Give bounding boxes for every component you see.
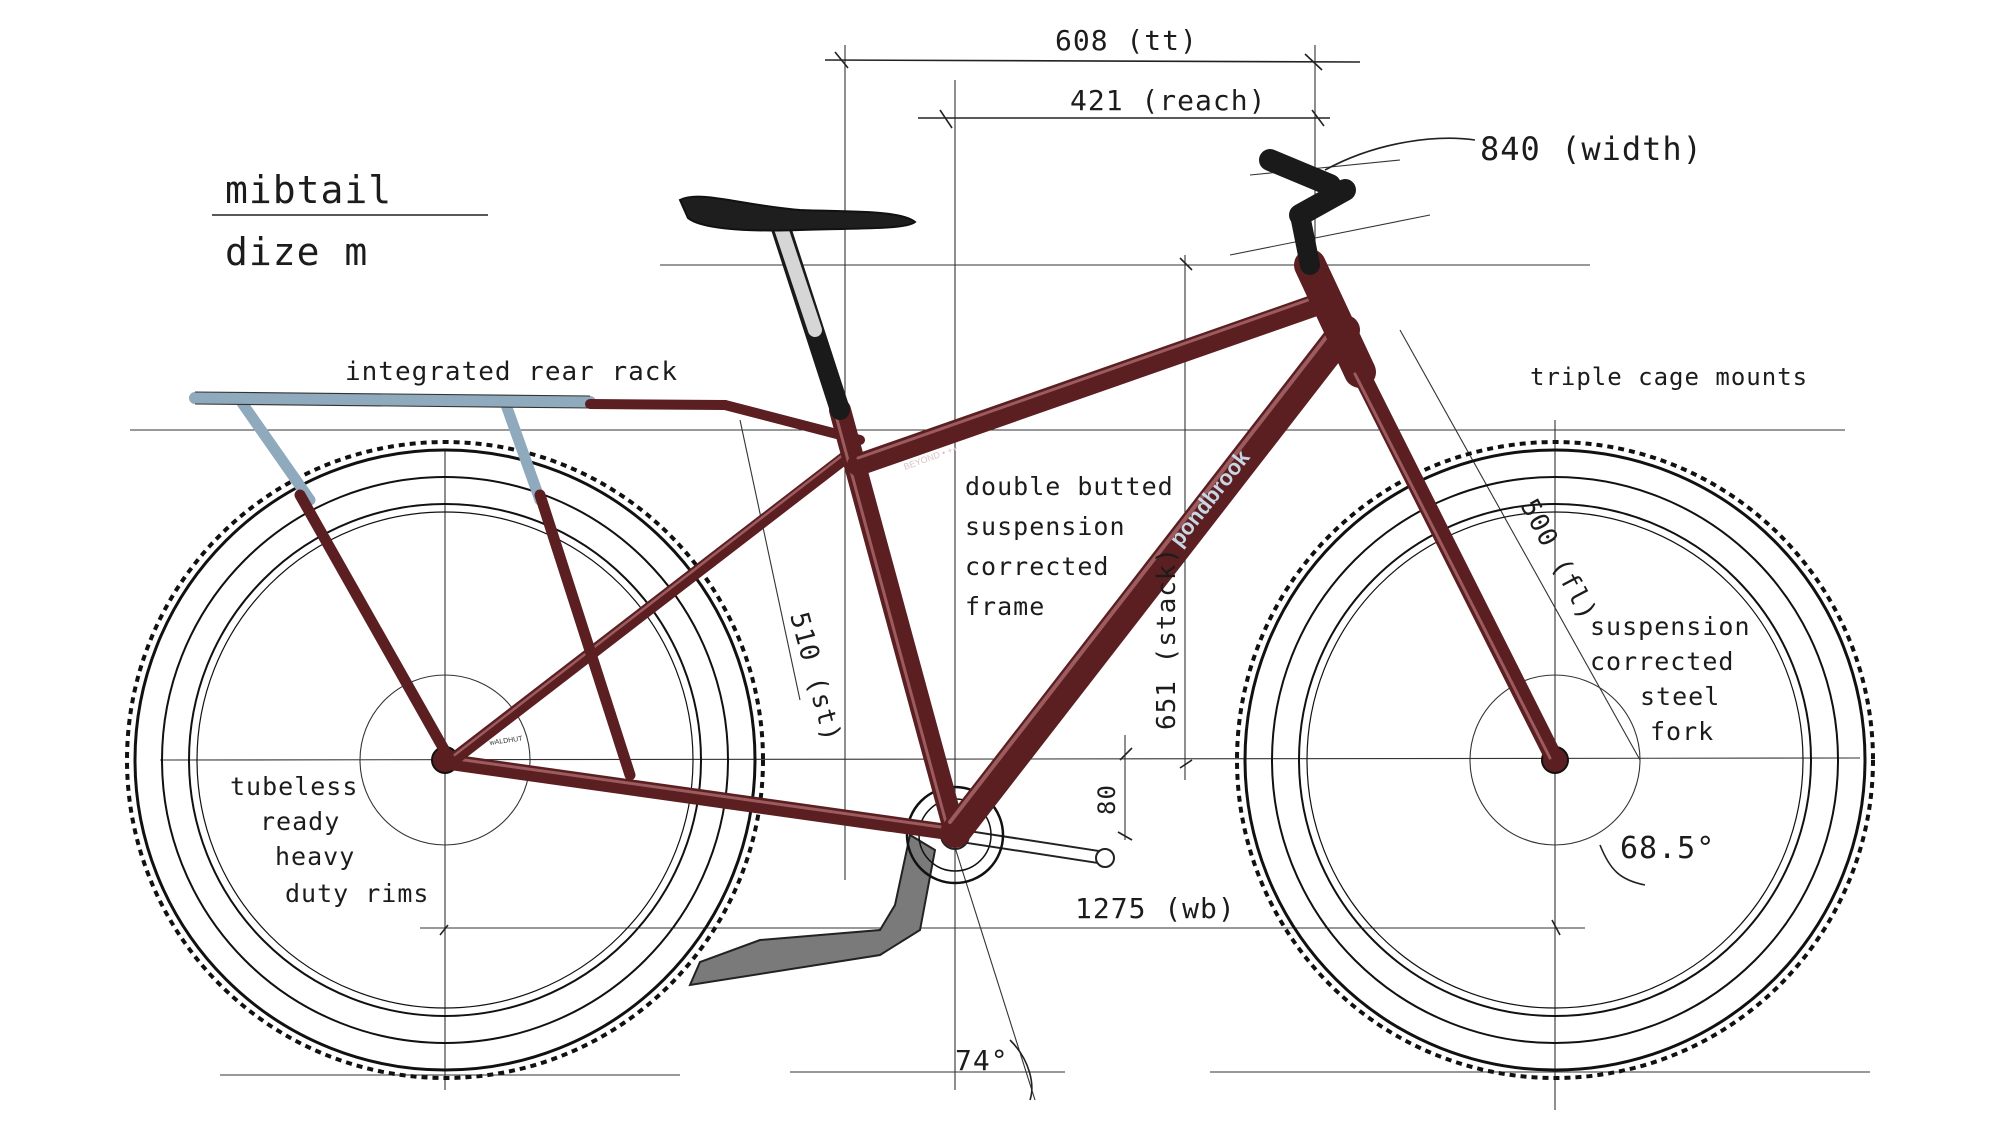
fork-label-line-2: corrected bbox=[1590, 647, 1734, 676]
model-name: mibtail bbox=[225, 168, 392, 212]
frame-label-line-3: corrected bbox=[965, 552, 1109, 581]
annotations: mibtail dize m integrated rear rack trip… bbox=[212, 24, 1808, 1077]
head-angle-dimension: 68.5° bbox=[1620, 831, 1715, 866]
bb-drop-dimension: 80 bbox=[1093, 784, 1121, 815]
fork-label-line-4: fork bbox=[1650, 717, 1714, 746]
stack-dimension: 651 (stack) bbox=[1152, 547, 1182, 730]
frame-size: dize m bbox=[225, 230, 368, 274]
rear-wheel bbox=[125, 440, 765, 1080]
seatpost-saddle bbox=[678, 195, 917, 420]
fork-label-line-3: steel bbox=[1640, 682, 1720, 711]
front-wheel bbox=[1235, 440, 1875, 1080]
wheelbase-dimension: 1275 (wb) bbox=[1075, 892, 1236, 925]
rack-label: integrated rear rack bbox=[345, 357, 678, 387]
downtube-logo: pondbrook bbox=[1164, 445, 1255, 552]
frame-label-line-2: suspension bbox=[965, 512, 1126, 541]
frame-label-line-1: double butted bbox=[965, 472, 1174, 501]
top-tube-dimension: 608 (tt) bbox=[1055, 24, 1198, 57]
bar-width-dimension: 840 (width) bbox=[1480, 130, 1703, 168]
cockpit bbox=[1259, 149, 1356, 275]
cage-mounts-label: triple cage mounts bbox=[1530, 363, 1808, 391]
fork-label-line-1: suspension bbox=[1590, 612, 1751, 641]
crankset bbox=[688, 785, 1115, 987]
dropout-mark: wALDHUT bbox=[488, 735, 523, 747]
frame-label-line-4: frame bbox=[965, 592, 1045, 621]
seat-angle-dimension: 74° bbox=[955, 1044, 1009, 1077]
dimension-marks bbox=[439, 51, 1646, 1101]
seat-tube-dimension: 510 (st) bbox=[783, 609, 846, 745]
rims-label-line-4: duty rims bbox=[285, 879, 429, 908]
rear-rack bbox=[189, 391, 596, 506]
reach-dimension: 421 (reach) bbox=[1070, 84, 1266, 117]
rims-label-line-2: ready bbox=[260, 807, 340, 836]
rims-label-line-3: heavy bbox=[275, 842, 355, 871]
rims-label-line-1: tubeless bbox=[230, 772, 358, 801]
